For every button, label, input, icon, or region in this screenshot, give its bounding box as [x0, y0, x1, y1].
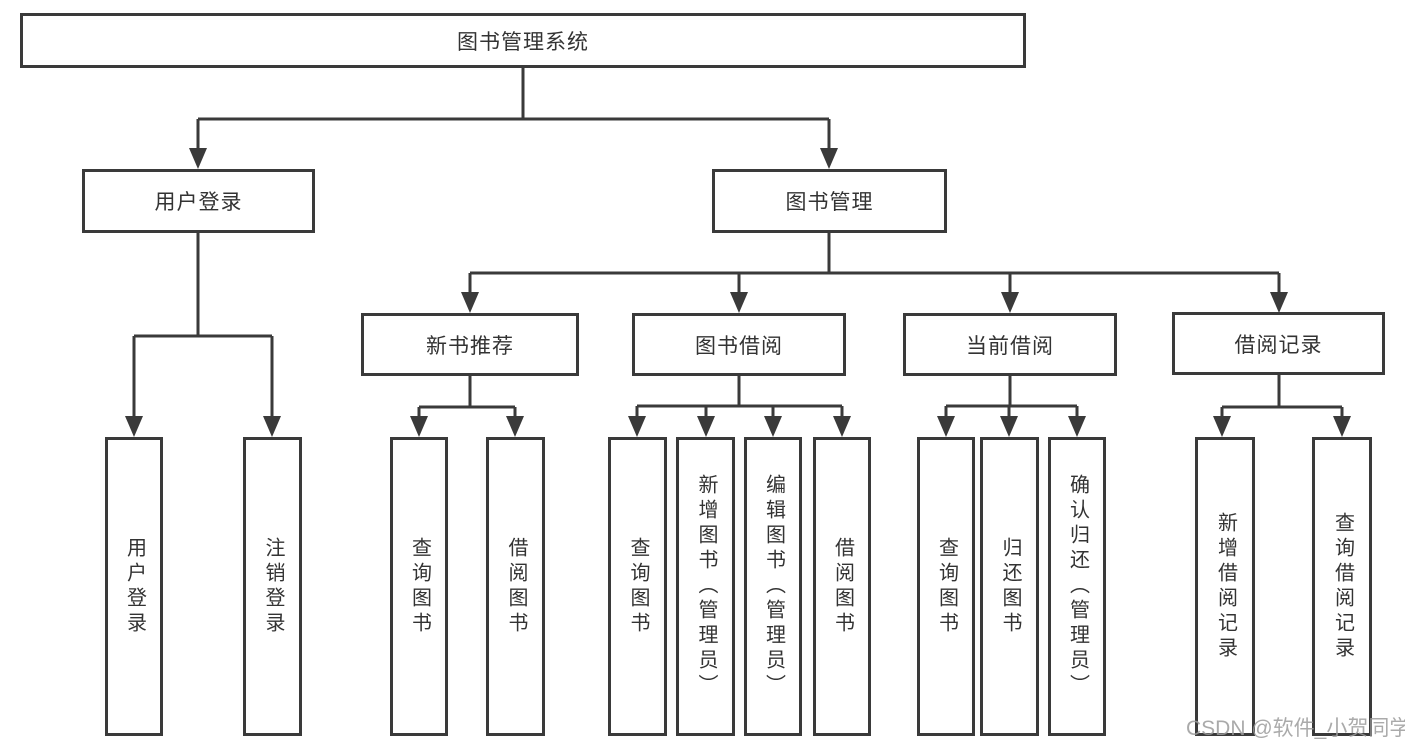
node-new-book-recommend-label: 新书推荐 [426, 334, 514, 358]
leaf-add-books-admin: 新增图书（管理员） [676, 437, 735, 736]
leaf-user-login: 用户登录 [105, 437, 163, 736]
leaf-query-books-recommend-label: 查询图书 [408, 536, 431, 637]
node-user-login: 用户登录 [82, 169, 315, 233]
leaf-query-books-current: 查询图书 [917, 437, 975, 736]
leaf-borrow-books-recommend: 借阅图书 [486, 437, 545, 736]
leaf-add-borrow-record-label: 新增借阅记录 [1214, 511, 1237, 662]
node-root-label: 图书管理系统 [457, 30, 589, 54]
node-root: 图书管理系统 [20, 13, 1026, 68]
leaf-borrow-books: 借阅图书 [813, 437, 871, 736]
node-current-borrow: 当前借阅 [903, 313, 1117, 376]
node-book-management-label: 图书管理 [785, 191, 874, 214]
leaf-edit-books-admin: 编辑图书（管理员） [744, 437, 802, 736]
leaf-query-books-current-label: 查询图书 [935, 536, 958, 637]
node-borrow-records: 借阅记录 [1172, 312, 1385, 375]
leaf-return-books: 归还图书 [980, 437, 1039, 736]
leaf-logout-login: 注销登录 [243, 437, 302, 736]
node-book-borrow: 图书借阅 [632, 313, 846, 376]
leaf-borrow-books-label: 借阅图书 [831, 536, 854, 637]
leaf-return-books-label: 归还图书 [999, 536, 1021, 637]
leaf-add-borrow-record: 新增借阅记录 [1195, 437, 1255, 736]
leaf-confirm-return-admin-label: 确认归还（管理员） [1066, 474, 1089, 699]
leaf-logout-login-label: 注销登录 [262, 536, 284, 637]
node-user-login-label: 用户登录 [154, 191, 243, 214]
leaf-query-books-borrow-label: 查询图书 [627, 536, 649, 637]
leaf-query-borrow-record: 查询借阅记录 [1312, 437, 1372, 736]
node-new-book-recommend: 新书推荐 [361, 313, 579, 376]
leaf-borrow-books-recommend-label: 借阅图书 [505, 536, 527, 637]
leaf-add-books-admin-label: 新增图书（管理员） [695, 474, 717, 699]
node-current-borrow-label: 当前借阅 [966, 334, 1054, 358]
node-book-management: 图书管理 [712, 169, 947, 233]
leaf-query-borrow-record-label: 查询借阅记录 [1331, 511, 1354, 662]
node-book-borrow-label: 图书借阅 [695, 334, 783, 358]
leaf-query-books-borrow: 查询图书 [608, 437, 667, 736]
leaf-user-login-label: 用户登录 [123, 536, 146, 637]
leaf-confirm-return-admin: 确认归还（管理员） [1048, 437, 1106, 736]
leaf-edit-books-admin-label: 编辑图书（管理员） [762, 474, 785, 699]
node-borrow-records-label: 借阅记录 [1234, 333, 1323, 357]
leaf-query-books-recommend: 查询图书 [390, 437, 448, 736]
csdn-watermark: CSDN @软件_小贺同学 [1186, 717, 1405, 740]
